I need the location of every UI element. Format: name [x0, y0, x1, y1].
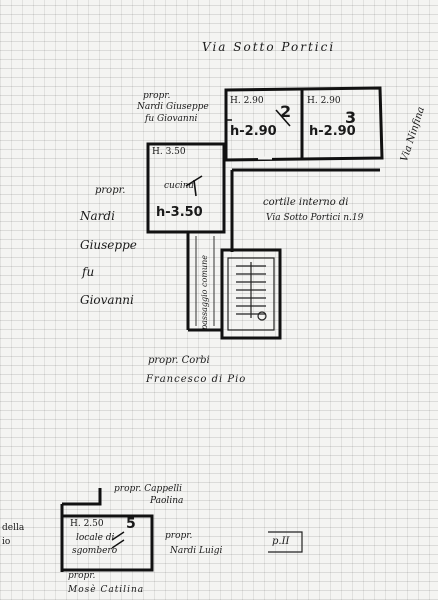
passage-hatch — [195, 236, 215, 326]
building-walls — [146, 86, 384, 340]
storage-label-line1: locale di — [76, 533, 115, 543]
room3-number: 3 — [345, 108, 357, 127]
lower-building-walls — [60, 488, 154, 572]
owner-left-name: Giuseppe — [80, 238, 137, 252]
passage-label: passaggio comune — [200, 255, 209, 330]
owner-left-surname: Nardi — [80, 209, 115, 223]
owner-left-fu: fu — [82, 265, 95, 279]
edge-label-line1: della — [2, 523, 25, 533]
room2-hand-marks — [275, 109, 291, 127]
kitchen-label: cucina — [164, 181, 194, 191]
storage-number: 5 — [126, 516, 136, 532]
owner-top-name: Nardi Giuseppe — [137, 102, 209, 112]
kitchen-hand-marks — [185, 175, 203, 197]
staircase — [227, 257, 275, 331]
kitchen-handwritten-height: h-3.50 — [156, 205, 203, 220]
courtyard-line2: Via Sotto Portici n.19 — [266, 213, 364, 223]
street-label-top: Via Sotto Portici — [202, 40, 336, 54]
storage-label-line2: sgombero — [72, 546, 118, 556]
owner-bottom-b-line1: propr. — [165, 531, 193, 541]
room2-height: H. 2.90 — [230, 96, 264, 106]
owner-bottom-c-line1: propr. — [68, 571, 96, 581]
owner-middle-line2: Francesco di Pio — [146, 374, 247, 385]
courtyard-line1: cortile interno di — [263, 197, 349, 208]
sheet-label-box — [268, 531, 303, 553]
owner-bottom-a-line1: propr. Cappelli — [114, 484, 183, 494]
owner-middle-line1: propr. Corbi — [148, 355, 210, 366]
owner-top-father: fu Giovanni — [145, 114, 198, 124]
room3-height: H. 2.90 — [307, 96, 341, 106]
owner-bottom-a-line2: Paolina — [150, 496, 184, 506]
storage-height: H. 2.50 — [70, 519, 104, 529]
sheet-label: p.II — [272, 536, 290, 547]
owner-bottom-c-line2: Mosè Catilina — [68, 585, 145, 595]
room3-handwritten-height: h-2.90 — [309, 124, 356, 139]
owner-top-prefix: propr. — [143, 91, 171, 101]
kitchen-height: H. 3.50 — [152, 147, 186, 157]
owner-left-prefix: propr. — [95, 185, 126, 196]
storage-hand-marks — [111, 531, 125, 549]
door-marks — [226, 119, 272, 160]
owner-left-father: Giovanni — [80, 293, 134, 307]
room2-handwritten-height: h-2.90 — [230, 124, 277, 139]
edge-label-line2: io — [2, 537, 11, 547]
room2-number: 2 — [280, 102, 292, 121]
owner-bottom-b-line2: Nardi Luigi — [170, 546, 223, 556]
